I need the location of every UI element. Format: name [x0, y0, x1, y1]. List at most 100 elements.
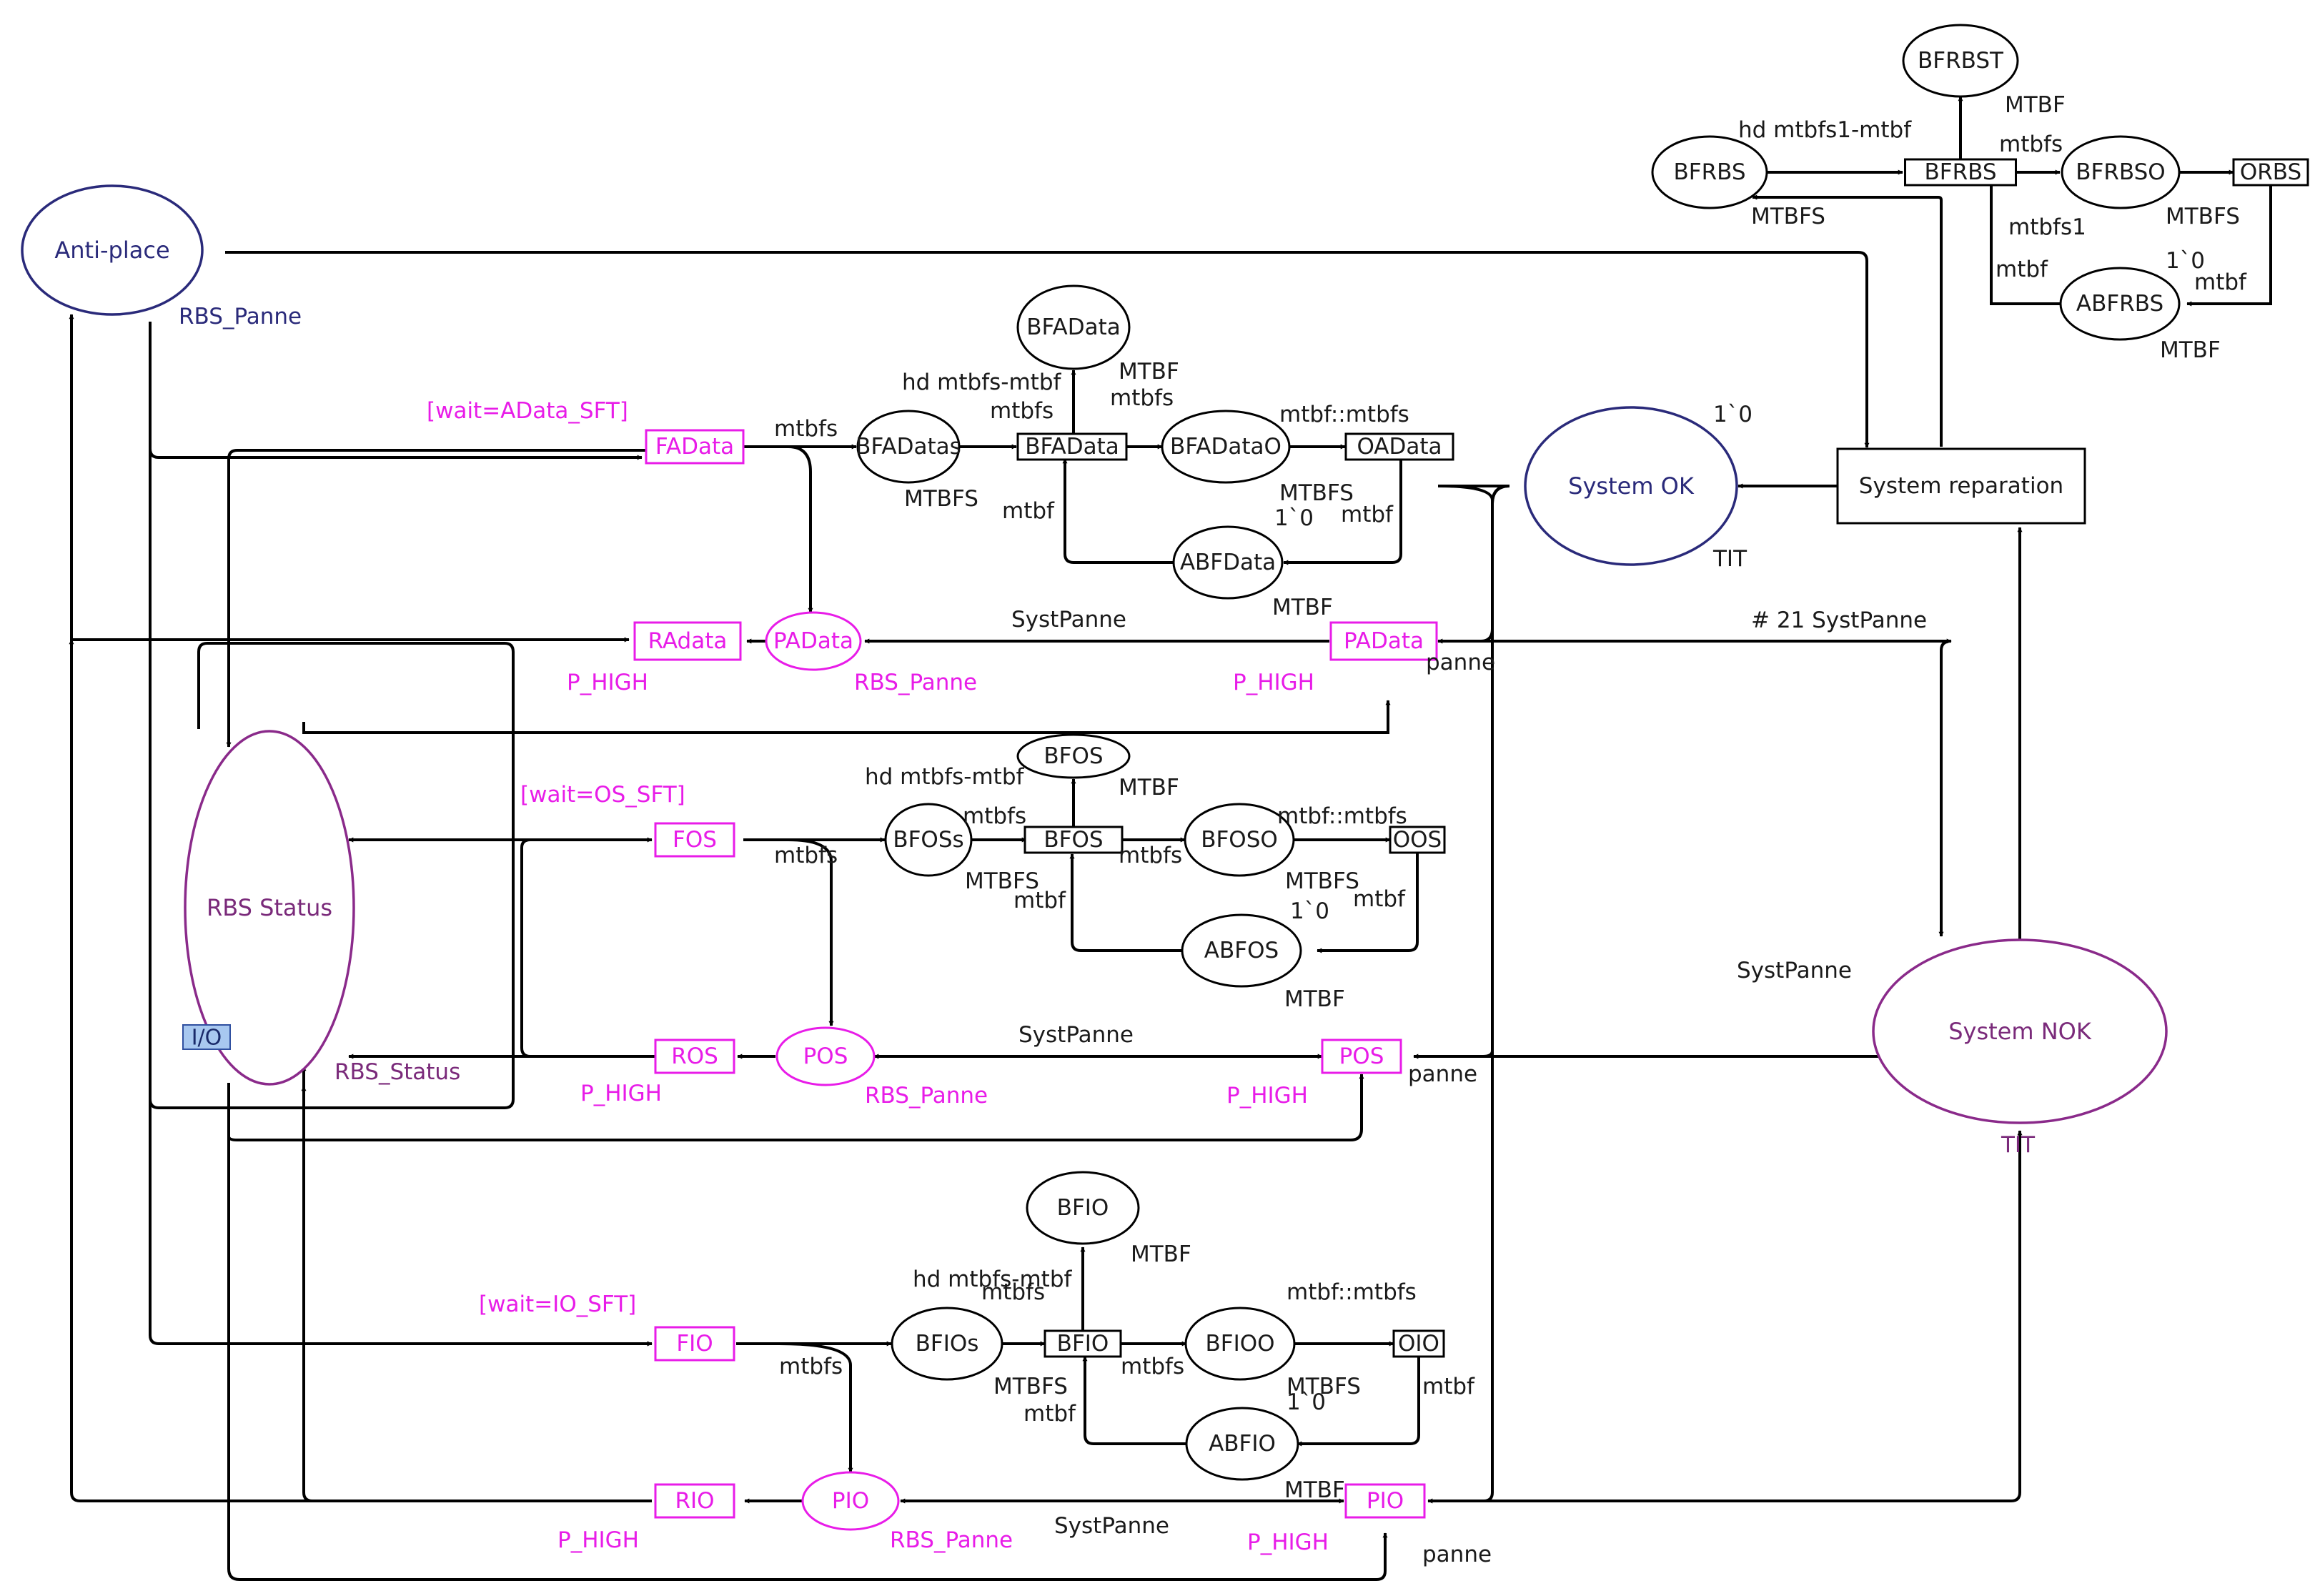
place-bfrbs-shape	[1651, 135, 1768, 209]
transition-oadata[interactable]: OAData	[1344, 432, 1454, 461]
transition-bfrbs[interactable]: BFRBS	[1904, 158, 2017, 187]
transition-ros-shape	[654, 1039, 735, 1074]
transition-bfos-label: BFOS	[1043, 827, 1103, 853]
place-abfdata-label: ABFData	[1180, 550, 1276, 575]
transition-fadata[interactable]: FAData	[645, 429, 745, 465]
arc-top-loop-to-reparation	[225, 251, 1870, 448]
arc-orbs-to-abfrbs	[2186, 184, 2272, 307]
place-bfoss-label: BFOSs	[893, 827, 963, 853]
transition-fio[interactable]: FIO	[654, 1326, 735, 1362]
label-p-high-pio: P_HIGH	[1247, 1530, 1329, 1555]
transition-ros[interactable]: ROS	[654, 1039, 735, 1074]
transition-bfrbs-shape	[1904, 158, 2017, 187]
label-mtbfs-up-os-2: MTBFS	[1285, 868, 1359, 894]
transition-radata[interactable]: RAdata	[633, 621, 742, 661]
place-bfios-label: BFIOs	[916, 1331, 979, 1357]
place-system-nok[interactable]: System NOK	[1872, 938, 2168, 1124]
transition-pio[interactable]: PIO	[1344, 1483, 1426, 1519]
label-mtbfs-up-io-2: MTBFS	[1287, 1374, 1361, 1399]
label-rbs-panne-padata: RBS_Panne	[854, 670, 977, 695]
transition-bfos[interactable]: BFOS	[1023, 826, 1124, 854]
label-mtbf-up-io-3: MTBF	[1284, 1477, 1345, 1503]
transition-pos-shape	[1321, 1039, 1402, 1074]
transition-bfadata[interactable]: BFAData	[1016, 432, 1128, 461]
place-bfios[interactable]: BFIOs	[891, 1307, 1003, 1381]
transition-bfio[interactable]: BFIO	[1043, 1329, 1122, 1358]
label-mtbfs-os-1: mtbfs	[963, 803, 1026, 829]
label-panne-adata: panne	[1426, 650, 1495, 675]
label-mtbfs-up-adata-2: MTBFS	[1279, 480, 1354, 506]
label-hd-rbs: hd mtbfs1-mtbf	[1738, 117, 1912, 143]
place-rbs-status[interactable]: RBS Status	[184, 730, 355, 1086]
arc-abfdata-to-bfadata-t	[1062, 458, 1174, 564]
transition-pos-label: POS	[1339, 1044, 1384, 1069]
place-bfadata[interactable]: BFAData	[1016, 284, 1131, 370]
place-pos[interactable]: POS	[775, 1026, 876, 1086]
place-abfos[interactable]: ABFOS	[1181, 913, 1302, 988]
transition-rio[interactable]: RIO	[654, 1483, 735, 1519]
place-abfrbs[interactable]: ABFRBS	[2059, 267, 2181, 341]
transition-oos-shape	[1389, 826, 1446, 854]
place-abfio[interactable]: ABFIO	[1185, 1407, 1299, 1481]
arc-system-ok-to-pos-t	[1482, 485, 1510, 1058]
transition-radata-shape	[633, 621, 742, 661]
transition-fio-label: FIO	[676, 1331, 713, 1357]
arc-system-ok-to-pio-t	[1483, 485, 1510, 1502]
transition-system-reparation-shape	[1836, 447, 2086, 525]
label-rbs-panne-pio: RBS_Panne	[890, 1527, 1013, 1553]
label-mtbfs-os-3: mtbfs	[1119, 843, 1182, 868]
place-system-ok[interactable]: System OK	[1524, 406, 1738, 566]
transition-fos[interactable]: FOS	[654, 822, 735, 858]
transition-pio-label: PIO	[1367, 1488, 1404, 1514]
label-1-0-system-ok: 1`0	[1713, 402, 1753, 427]
place-bfios-shape	[891, 1307, 1003, 1381]
arc-rbs-status-to-pos-t	[227, 1074, 1364, 1141]
label-wait-adata: [wait=AData_SFT]	[427, 398, 628, 424]
label-mtbfs-up-rbs-2: MTBFS	[2166, 204, 2240, 229]
transition-pos[interactable]: POS	[1321, 1039, 1402, 1074]
place-bfadatao[interactable]: BFADataO	[1161, 410, 1291, 484]
place-bfrbst[interactable]: BFRBST	[1902, 24, 2019, 98]
place-bfoso[interactable]: BFOSO	[1184, 803, 1295, 877]
place-bfrbs[interactable]: BFRBS	[1651, 135, 1768, 209]
label-1-0-os: 1`0	[1290, 898, 1329, 924]
transition-fio-shape	[654, 1326, 735, 1362]
place-bfrbso[interactable]: BFRBSO	[2061, 135, 2181, 209]
place-bfos[interactable]: BFOS	[1016, 733, 1131, 779]
place-bfioo[interactable]: BFIOO	[1184, 1307, 1296, 1381]
place-bfrbst-shape	[1902, 24, 2019, 98]
transition-oos-label: OOS	[1393, 827, 1442, 853]
arc-padata-to-system-nok	[1938, 640, 1952, 937]
transition-padata-shape	[1329, 621, 1438, 661]
place-bfadatao-shape	[1161, 410, 1291, 484]
transition-rio-shape	[654, 1483, 735, 1519]
arc-abfrbs-to-bfrbs-t	[1988, 181, 2067, 305]
place-anti-place-shape	[21, 184, 204, 316]
label-tit-system-ok: TIT	[1712, 546, 1748, 572]
place-padata[interactable]: PAData	[765, 611, 862, 671]
arc-anti-to-fadata	[149, 322, 643, 460]
label-mtbf-mtbfs-adata: mtbf::mtbfs	[1279, 402, 1409, 427]
place-bfoss[interactable]: BFOSs	[884, 803, 973, 877]
place-system-nok-shape	[1872, 938, 2168, 1124]
place-abfos-label: ABFOS	[1204, 938, 1279, 963]
transition-system-reparation[interactable]: System reparation	[1836, 447, 2086, 525]
place-pio-shape	[801, 1471, 900, 1531]
place-pio[interactable]: PIO	[801, 1471, 900, 1531]
label-mtbfs-rbs: mtbfs	[1999, 132, 2063, 157]
label-p-high-rio: P_HIGH	[557, 1527, 639, 1553]
transition-orbs-shape	[2232, 158, 2309, 187]
transition-padata[interactable]: PAData	[1329, 621, 1438, 661]
place-bfio[interactable]: BFIO	[1026, 1171, 1140, 1245]
place-abfdata[interactable]: ABFData	[1172, 525, 1284, 600]
transition-oio[interactable]: OIO	[1392, 1329, 1445, 1358]
place-bfadatas[interactable]: BFADatas	[856, 410, 961, 484]
label-rbs-status-arc: RBS_Status	[334, 1059, 460, 1085]
label-mtbf-up-adata-3: MTBF	[1272, 595, 1333, 620]
place-bfrbso-label: BFRBSO	[2076, 159, 2165, 185]
transition-oos[interactable]: OOS	[1389, 826, 1446, 854]
place-bfos-shape	[1016, 733, 1131, 779]
place-anti-place[interactable]: Anti-place	[21, 184, 204, 316]
transition-orbs[interactable]: ORBS	[2232, 158, 2309, 187]
